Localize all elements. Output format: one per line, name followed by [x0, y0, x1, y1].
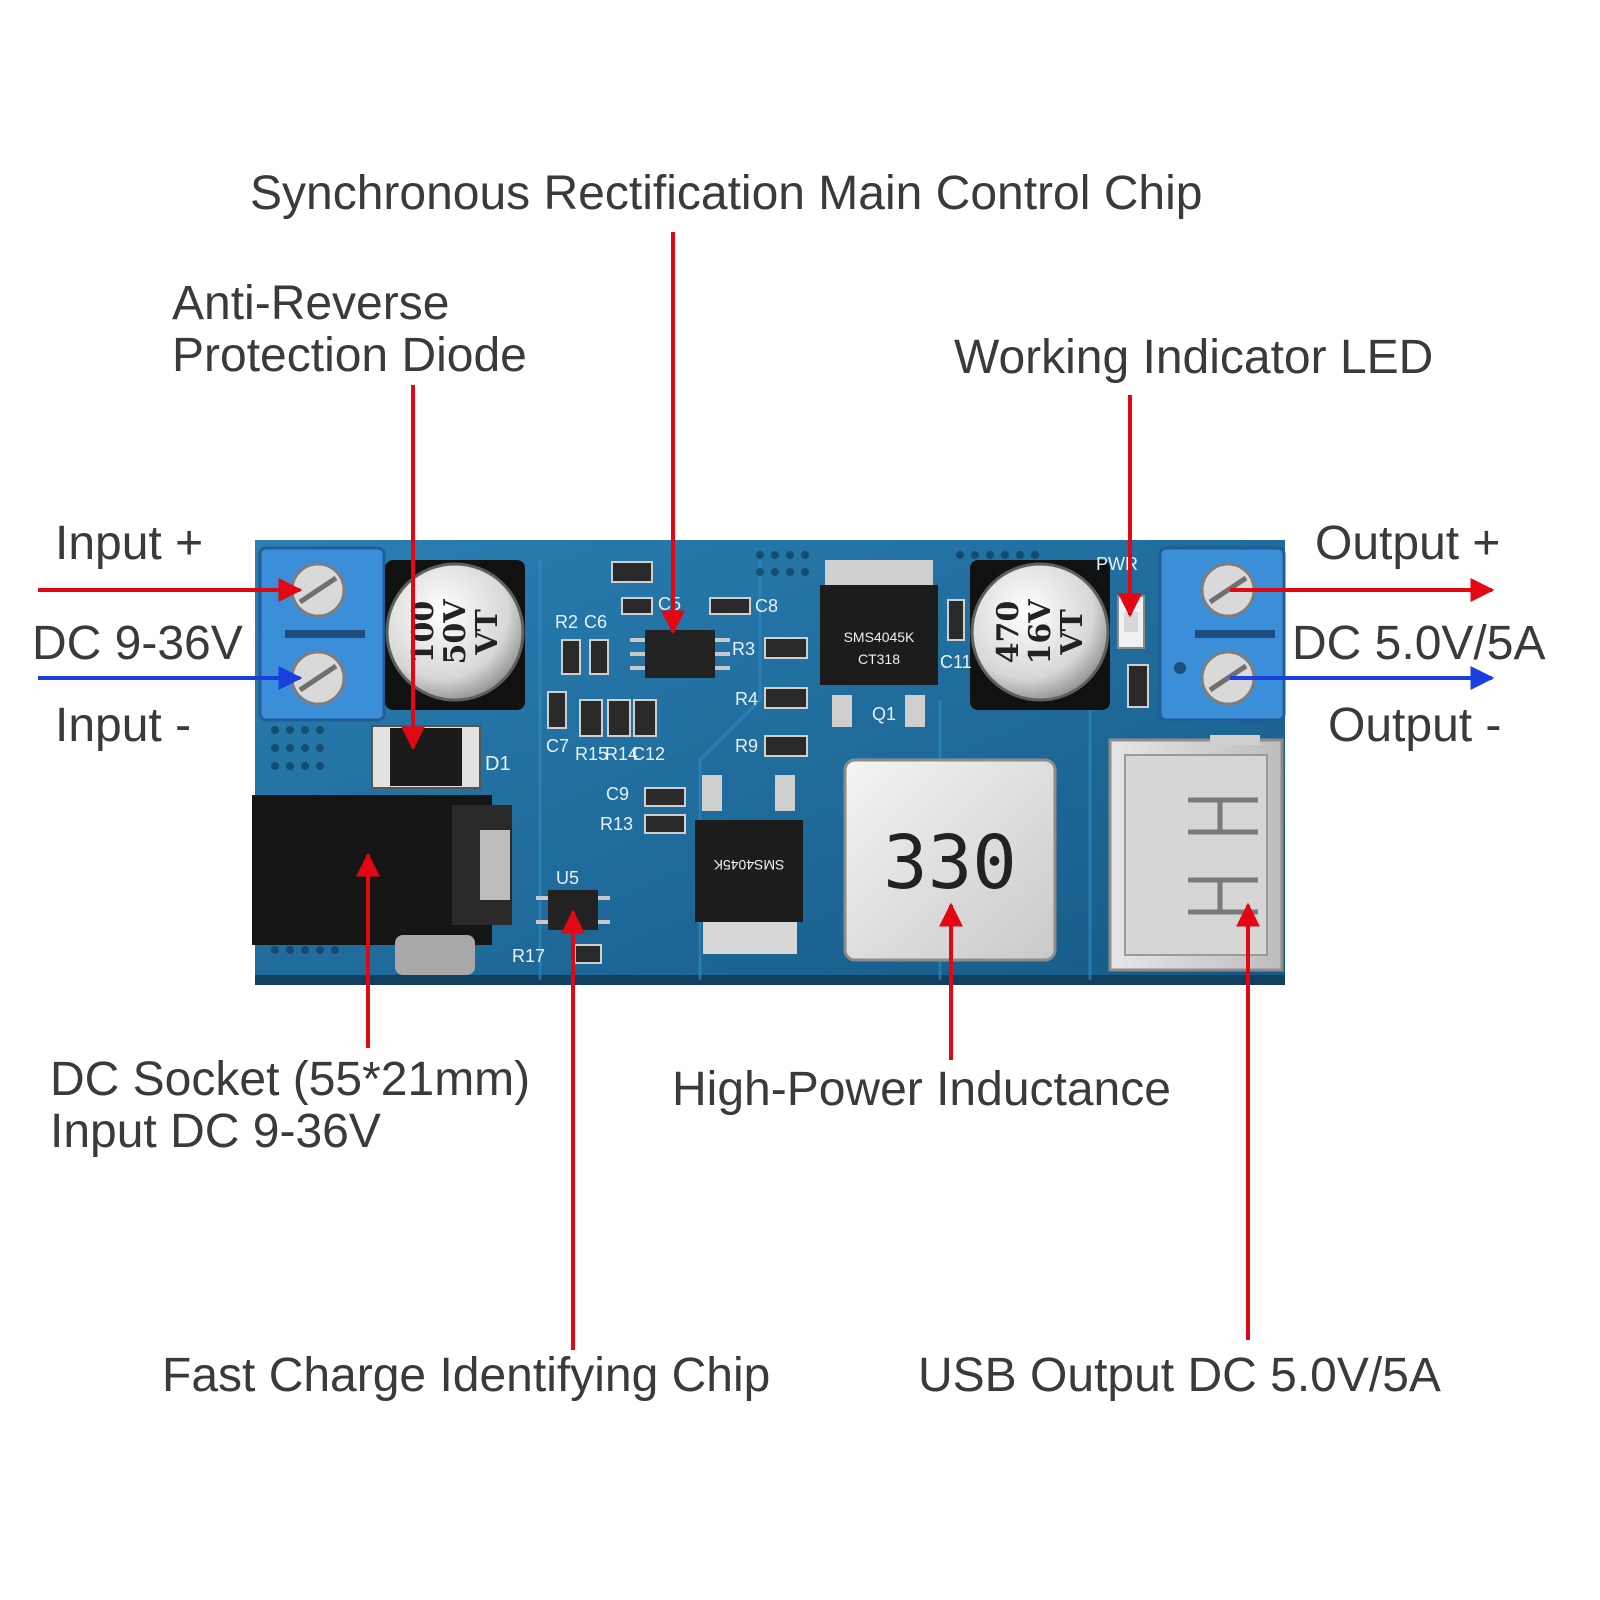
smd-components	[547, 561, 1149, 964]
mosfet-q1: SMS4045K CT318	[820, 560, 938, 727]
silk-q1: Q1	[872, 704, 896, 724]
mosfet-lower-marking: SMS4045K	[713, 857, 784, 873]
silk-c5: C5	[658, 594, 681, 614]
label-dc-socket-line1: DC Socket (55*21mm)	[50, 1053, 531, 1106]
label-output-minus: Output -	[1328, 699, 1502, 752]
inductor-marking: 330	[883, 820, 1017, 906]
label-dc-socket: DC Socket (55*21mm) Input DC 9-36V	[50, 1054, 530, 1158]
cap-left-line2: 50V	[438, 599, 473, 665]
label-diode-line2: Protection Diode	[172, 329, 527, 382]
cap-left-line3: VT	[470, 609, 505, 656]
mosfet-q1-code: CT318	[858, 651, 900, 667]
silk-r13: R13	[600, 814, 633, 834]
silk-r2: R2	[555, 612, 578, 632]
label-output-plus: Output +	[1315, 517, 1501, 570]
power-inductor: 330	[843, 758, 1057, 962]
silk-c6: C6	[584, 612, 607, 632]
label-inductance: High-Power Inductance	[672, 1063, 1171, 1116]
main-control-chip	[630, 630, 730, 678]
silk-r17: R17	[512, 946, 545, 966]
silk-c7: C7	[546, 736, 569, 756]
silk-r9: R9	[735, 736, 758, 756]
silk-c11: C11	[940, 652, 972, 672]
silk-c8: C8	[755, 596, 778, 616]
cap-right-line2: 16V	[1023, 599, 1058, 665]
label-diode: Anti-Reverse Protection Diode	[172, 278, 527, 382]
label-main-chip: Synchronous Rectification Main Control C…	[250, 167, 1203, 220]
silk-u5: U5	[556, 868, 579, 888]
label-fast-charge-chip: Fast Charge Identifying Chip	[162, 1349, 771, 1402]
label-input-plus: Input +	[55, 517, 204, 570]
label-dc-socket-line2: Input DC 9-36V	[50, 1105, 381, 1158]
mosfet-q1-marking: SMS4045K	[844, 629, 915, 645]
silk-r15: R15	[575, 744, 608, 764]
silk-pwr: PWR	[1096, 554, 1138, 574]
label-diode-line1: Anti-Reverse	[172, 277, 450, 330]
input-capacitor: 100 50V VT	[385, 560, 525, 710]
silk-c12: C12	[632, 744, 665, 764]
cap-right-line1: 470	[991, 601, 1026, 664]
label-input-minus: Input -	[55, 699, 192, 752]
usb-port	[1108, 735, 1284, 972]
label-output-voltage: DC 5.0V/5A	[1292, 617, 1546, 670]
silkscreen-labels: R2 C6 C5 C8 R3 R4 R9 C7 R15 R14 C12 C9 R…	[512, 554, 1138, 966]
annotation-arrows	[38, 232, 1495, 1350]
input-terminal-block	[258, 546, 386, 722]
silk-r3: R3	[732, 639, 755, 659]
silk-r14: R14	[605, 744, 638, 764]
label-usb-output: USB Output DC 5.0V/5A	[918, 1349, 1441, 1402]
cap-right-line3: VT	[1055, 609, 1090, 656]
mosfet-lower: SMS4045K	[695, 775, 803, 954]
label-led: Working Indicator LED	[954, 331, 1434, 384]
output-terminal-block	[1158, 546, 1286, 722]
silk-c9: C9	[606, 784, 629, 804]
silk-r4: R4	[735, 689, 758, 709]
output-capacitor: 470 16V VT	[970, 560, 1110, 710]
label-input-voltage: DC 9-36V	[32, 617, 243, 670]
silk-d1: D1	[485, 753, 511, 775]
